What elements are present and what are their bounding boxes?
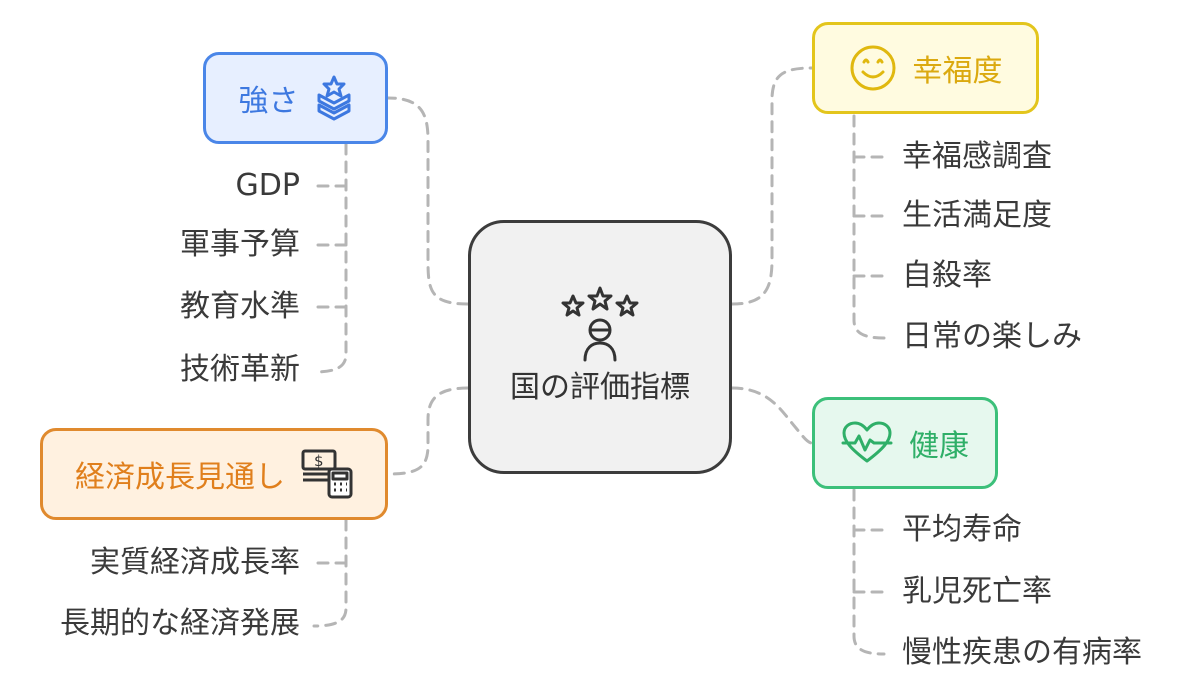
happiness-label: 幸福度 [912, 54, 1003, 89]
health-item-life-expectancy: 平均寿命 [902, 512, 1022, 547]
health-item-chronic-disease: 慢性疾患の有病率 [902, 635, 1142, 670]
center-title: 国の評価指標 [510, 370, 690, 405]
strength-label: 強さ [238, 84, 299, 119]
strength-item-military: 軍事予算 [180, 227, 300, 262]
strength-item-technology: 技術革新 [180, 352, 300, 387]
economy-node[interactable]: 経済成長見通し $ [40, 428, 388, 520]
happiness-item-daily-joy: 日常の楽しみ [902, 319, 1082, 354]
happiness-item-satisfaction: 生活満足度 [902, 198, 1052, 233]
heart-pulse-icon [841, 421, 893, 465]
connector-center-strength [386, 96, 470, 306]
connector-center-happiness [730, 66, 814, 306]
strength-item-gdp: GDP [235, 168, 300, 203]
strength-node[interactable]: 強さ [203, 52, 388, 144]
happiness-item-survey: 幸福感調査 [902, 139, 1052, 174]
svg-text:$: $ [314, 452, 324, 470]
center-node[interactable]: 国の評価指標 [468, 220, 732, 474]
health-label: 健康 [909, 429, 969, 464]
happiness-item-suicide: 自殺率 [902, 258, 992, 293]
economy-item-real-growth: 実質経済成長率 [90, 545, 300, 580]
economy-item-long-term: 長期的な経済発展 [60, 606, 300, 641]
connector-center-health [730, 386, 814, 445]
economy-label: 経済成長見通し [75, 460, 285, 495]
connector-economy-trunk [312, 518, 348, 628]
health-item-infant-mortality: 乳児死亡率 [902, 574, 1052, 609]
connector-center-economy [386, 386, 470, 476]
money-calculator-icon: $ [301, 449, 353, 499]
smile-icon [849, 44, 897, 92]
happiness-node[interactable]: 幸福度 [812, 22, 1039, 114]
stars-person-icon [557, 286, 643, 362]
connector-health-trunk [852, 488, 886, 656]
connector-strength-trunk [312, 142, 348, 374]
connector-happiness-trunk [852, 114, 886, 340]
health-node[interactable]: 健康 [812, 397, 998, 489]
medal-icon [315, 75, 353, 121]
strength-item-education: 教育水準 [180, 289, 300, 324]
